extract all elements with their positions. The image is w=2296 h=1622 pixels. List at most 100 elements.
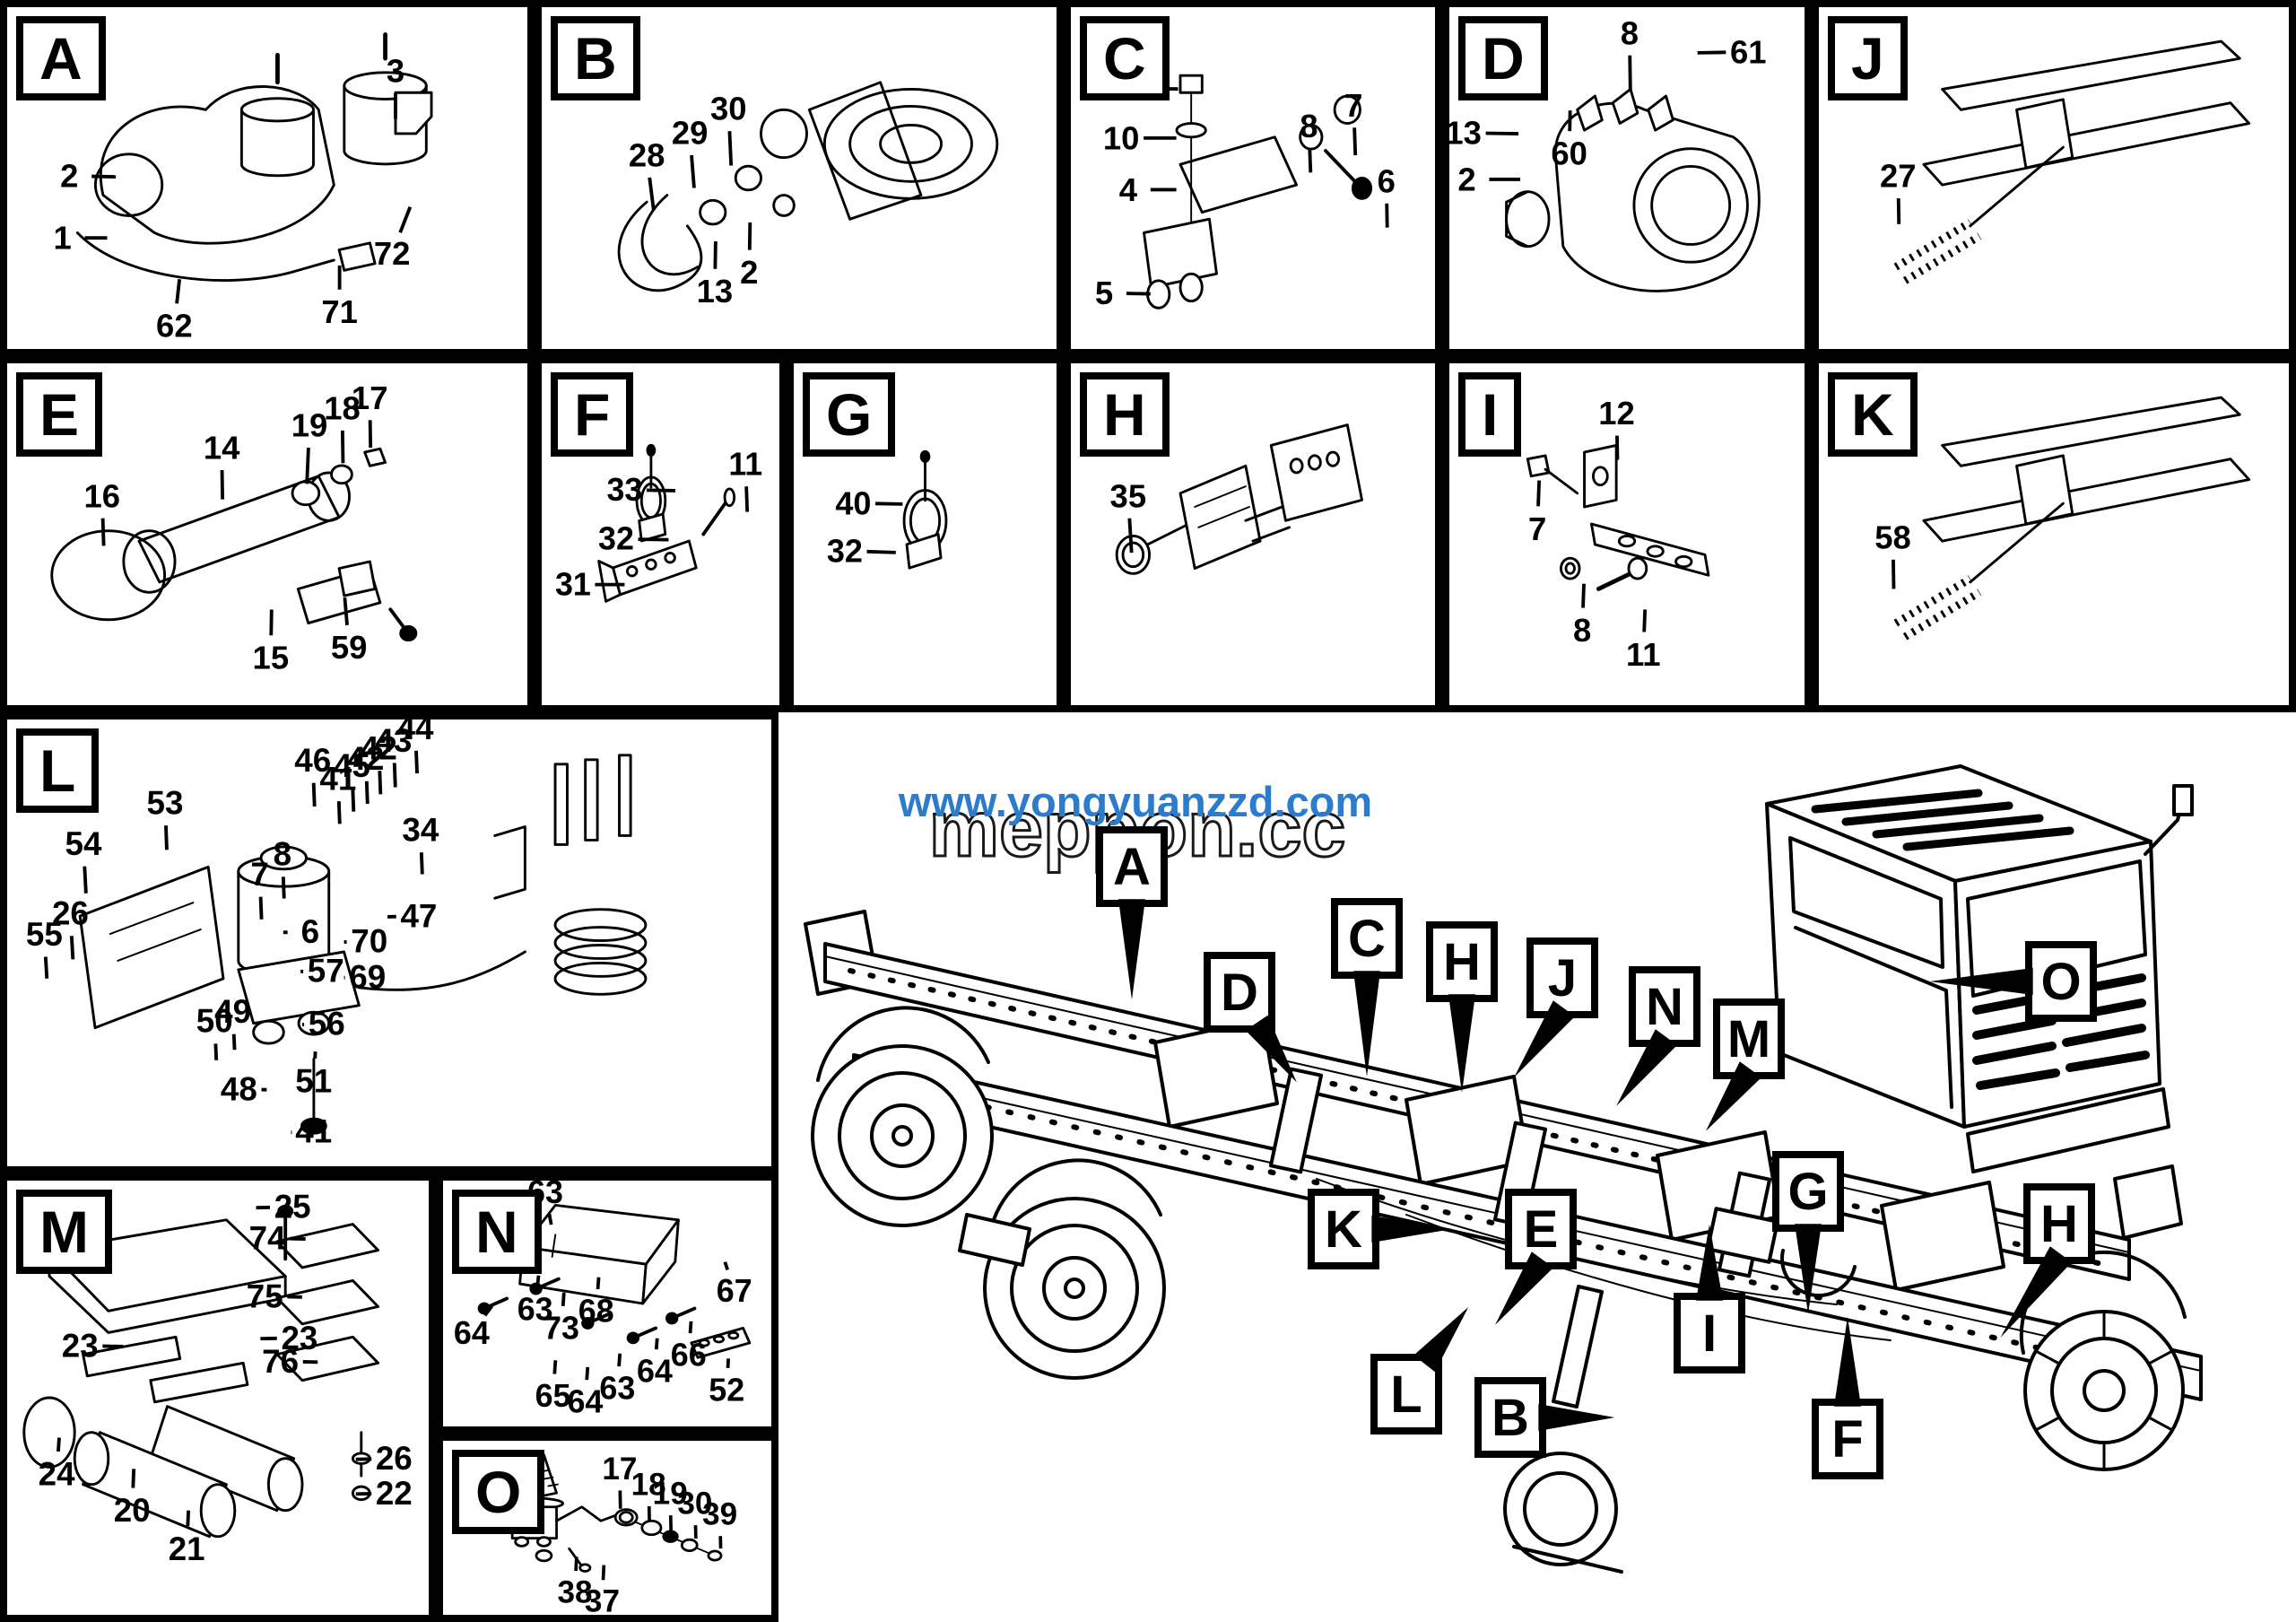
callout-number: 2 bbox=[1457, 161, 1475, 197]
tag-letter: J bbox=[1547, 948, 1578, 1007]
callout-number: 65 bbox=[535, 1378, 571, 1414]
callout-number: 6 bbox=[301, 913, 319, 950]
chassis-tag-N[interactable]: N bbox=[1629, 966, 1700, 1047]
leader-line bbox=[483, 1304, 494, 1317]
chassis-tag-D[interactable]: D bbox=[1204, 952, 1275, 1033]
callout-number: 28 bbox=[629, 137, 665, 174]
leader-line bbox=[1536, 480, 1542, 507]
chassis-tag-M[interactable]: M bbox=[1713, 998, 1785, 1079]
leader-line bbox=[617, 1353, 622, 1367]
chassis-tag-L[interactable]: L bbox=[1370, 1354, 1442, 1435]
callout-number: 37 bbox=[585, 1584, 620, 1615]
leader-line bbox=[1308, 148, 1313, 173]
leader-line bbox=[398, 205, 413, 233]
callout-number: 70 bbox=[351, 923, 387, 960]
tag-letter: K bbox=[1325, 1199, 1362, 1259]
leader-line bbox=[1892, 559, 1896, 589]
callout-number: 11 bbox=[728, 447, 762, 483]
panel-illustration: 63646463736865646364666752 bbox=[454, 1181, 752, 1420]
chassis-tag-E[interactable]: E bbox=[1505, 1189, 1577, 1269]
leader-line bbox=[1581, 583, 1586, 608]
chassis-tag-I[interactable]: I bbox=[1674, 1224, 1745, 1373]
callout-number: 8 bbox=[1573, 612, 1591, 649]
chassis-tag-C[interactable]: C bbox=[1331, 898, 1403, 1077]
tag-letter: H bbox=[2040, 1194, 2078, 1253]
leader-line bbox=[392, 763, 397, 788]
chassis-tag-O[interactable]: O bbox=[1929, 941, 2097, 1022]
callout-number: 49 bbox=[214, 993, 251, 1030]
panel-letter-D: D bbox=[1458, 16, 1548, 100]
callout-number: 7 bbox=[250, 856, 268, 893]
chassis-tag-A[interactable]: A bbox=[1096, 826, 1168, 1000]
leader-line bbox=[364, 780, 370, 805]
leader-line bbox=[100, 518, 106, 546]
leader-line bbox=[574, 1557, 578, 1572]
panel-letter-I: I bbox=[1458, 372, 1522, 457]
callout-number: 22 bbox=[376, 1475, 413, 1512]
callout-number: 5 bbox=[1095, 275, 1113, 311]
chassis-tag-H[interactable]: H bbox=[1426, 921, 1498, 1094]
chassis-tag-H[interactable]: H bbox=[2023, 1183, 2095, 1264]
leader-line bbox=[866, 549, 896, 554]
callout-number: 66 bbox=[671, 1338, 707, 1373]
callout-number: 8 bbox=[1621, 14, 1639, 51]
callout-number: 68 bbox=[578, 1294, 614, 1330]
tag-letter: I bbox=[1701, 1304, 1718, 1363]
leader-line bbox=[83, 866, 88, 894]
callout-number: 2 bbox=[60, 158, 78, 195]
leader-line bbox=[552, 1360, 558, 1374]
callout-number: 60 bbox=[1551, 135, 1587, 172]
tag-letter: D bbox=[1221, 963, 1258, 1022]
tag-letter: A bbox=[1113, 837, 1151, 896]
callout-number: 16 bbox=[83, 477, 120, 514]
callout-number: 46 bbox=[294, 742, 331, 779]
callout-number: 53 bbox=[147, 785, 184, 822]
leader-line bbox=[351, 788, 356, 812]
tag-letter: G bbox=[1787, 1162, 1829, 1221]
leader-line bbox=[1127, 518, 1134, 554]
leader-line bbox=[311, 782, 317, 807]
callout-number: 23 bbox=[62, 1327, 99, 1364]
callout-number: 17 bbox=[352, 379, 388, 416]
chassis-tag-B[interactable]: B bbox=[1474, 1377, 1615, 1458]
leader-line bbox=[69, 936, 75, 960]
callout-number: 48 bbox=[221, 1070, 257, 1107]
tag-letter: C bbox=[1348, 909, 1386, 968]
chassis-tag-F[interactable]: F bbox=[1812, 1316, 1883, 1479]
callout-number: 40 bbox=[835, 484, 871, 521]
panel-illustration: 27 bbox=[1880, 39, 2251, 284]
callout-number: 57 bbox=[308, 953, 344, 990]
leader-line bbox=[713, 241, 718, 269]
callout-number: 41 bbox=[319, 760, 356, 797]
chassis-tag-J[interactable]: J bbox=[1526, 937, 1598, 1018]
leader-line bbox=[646, 488, 676, 493]
leader-line bbox=[213, 1043, 219, 1060]
callout-number: 27 bbox=[1880, 158, 1917, 195]
panel-letter-G: G bbox=[803, 372, 896, 457]
leader-line bbox=[723, 1261, 729, 1271]
callout-number: 32 bbox=[827, 532, 863, 569]
callout-number: 58 bbox=[1874, 519, 1911, 555]
panel-letter-E: E bbox=[16, 372, 103, 457]
callout-number: 26 bbox=[376, 1440, 413, 1477]
callout-number: 7 bbox=[1528, 510, 1546, 547]
callout-number: 35 bbox=[1110, 477, 1147, 514]
panel-letter-M: M bbox=[16, 1190, 112, 1274]
leader-line bbox=[343, 597, 349, 626]
chassis-tag-G[interactable]: G bbox=[1772, 1151, 1844, 1314]
chassis-tag-K[interactable]: K bbox=[1308, 1189, 1453, 1269]
tag-letter: M bbox=[1726, 1009, 1771, 1068]
leader-line bbox=[414, 750, 419, 774]
callout-number: 8 bbox=[274, 836, 291, 873]
callout-number: 73 bbox=[544, 1310, 579, 1346]
panel-N: N63646463736865646364666752 bbox=[436, 1173, 778, 1434]
panel-letter-F: F bbox=[551, 372, 634, 457]
